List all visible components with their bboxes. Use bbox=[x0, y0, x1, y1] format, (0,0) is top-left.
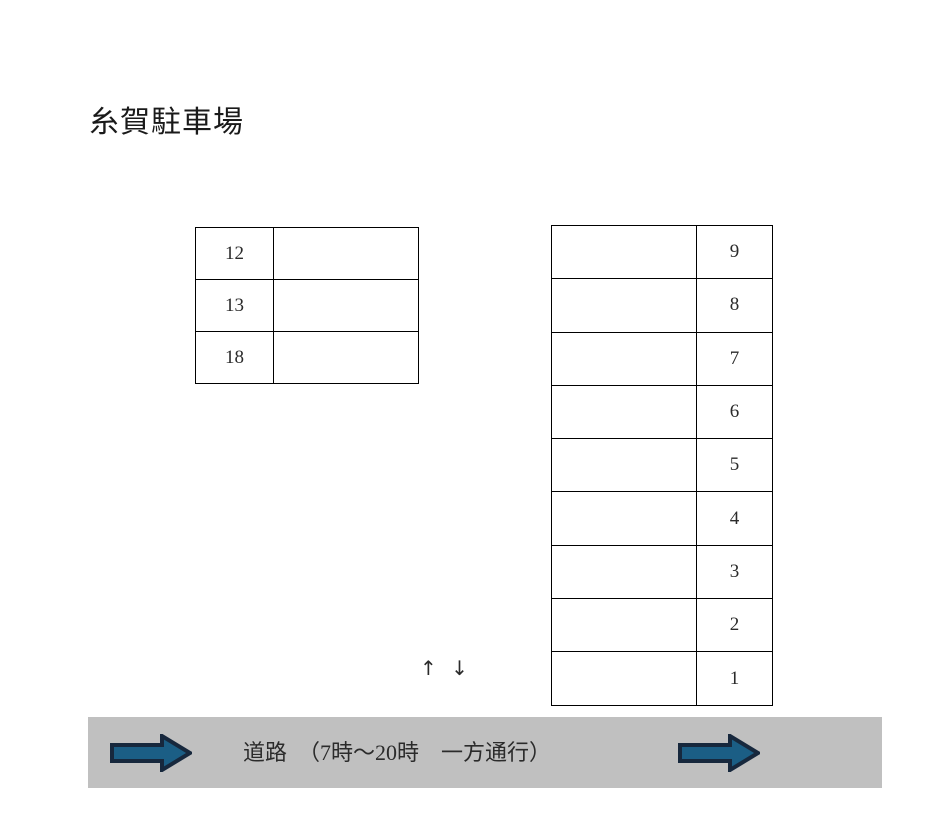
stall-space-cell bbox=[551, 491, 697, 546]
stall-number-cell: 7 bbox=[696, 331, 773, 386]
stall-number-cell: 13 bbox=[195, 279, 274, 332]
stall-space-cell bbox=[551, 438, 697, 493]
table-row: 3 bbox=[551, 544, 773, 600]
stall-number-cell: 8 bbox=[696, 278, 773, 333]
table-row: 9 bbox=[551, 224, 773, 280]
stall-space-cell bbox=[273, 331, 419, 384]
stall-space-cell bbox=[551, 598, 697, 653]
table-row: 18 bbox=[195, 331, 419, 384]
table-row: 12 bbox=[195, 227, 419, 280]
table-row: 1 bbox=[551, 651, 773, 706]
stall-number-cell: 6 bbox=[696, 384, 773, 440]
right-parking-block: 9 8 7 6 5 4 3 bbox=[551, 224, 773, 706]
table-row: 5 bbox=[551, 438, 773, 493]
stall-space-cell bbox=[273, 227, 419, 280]
road-label: 道路 （7時〜20時 一方通行） bbox=[243, 740, 552, 765]
table-row: 4 bbox=[551, 491, 773, 546]
stall-number-cell: 12 bbox=[195, 227, 274, 280]
page-title: 糸賀駐車場 bbox=[89, 106, 244, 139]
table-row: 7 bbox=[551, 331, 773, 386]
table-row: 13 bbox=[195, 279, 419, 332]
table-row: 6 bbox=[551, 384, 773, 440]
table-row: 8 bbox=[551, 278, 773, 333]
stall-space-cell bbox=[551, 278, 697, 333]
stall-number-cell: 3 bbox=[696, 544, 773, 600]
stall-number-cell: 4 bbox=[696, 491, 773, 546]
stall-number-cell: 18 bbox=[195, 331, 274, 384]
stall-space-cell bbox=[551, 384, 697, 440]
stall-number-cell: 1 bbox=[696, 651, 773, 706]
stall-number-cell: 9 bbox=[696, 224, 773, 280]
left-parking-block: 12 13 18 bbox=[195, 227, 419, 384]
stall-space-cell bbox=[551, 651, 697, 706]
stall-space-cell bbox=[551, 224, 697, 280]
arrow-right-icon bbox=[678, 734, 760, 772]
table-row: 2 bbox=[551, 598, 773, 653]
road-band: 道路 （7時〜20時 一方通行） bbox=[88, 717, 882, 788]
arrow-right-icon bbox=[110, 734, 192, 772]
stall-space-cell bbox=[551, 544, 697, 600]
two-way-traffic-marker: ↑ ↓ bbox=[420, 656, 472, 680]
stall-number-cell: 2 bbox=[696, 598, 773, 653]
stall-space-cell bbox=[273, 279, 419, 332]
stall-space-cell bbox=[551, 331, 697, 386]
stall-number-cell: 5 bbox=[696, 438, 773, 493]
